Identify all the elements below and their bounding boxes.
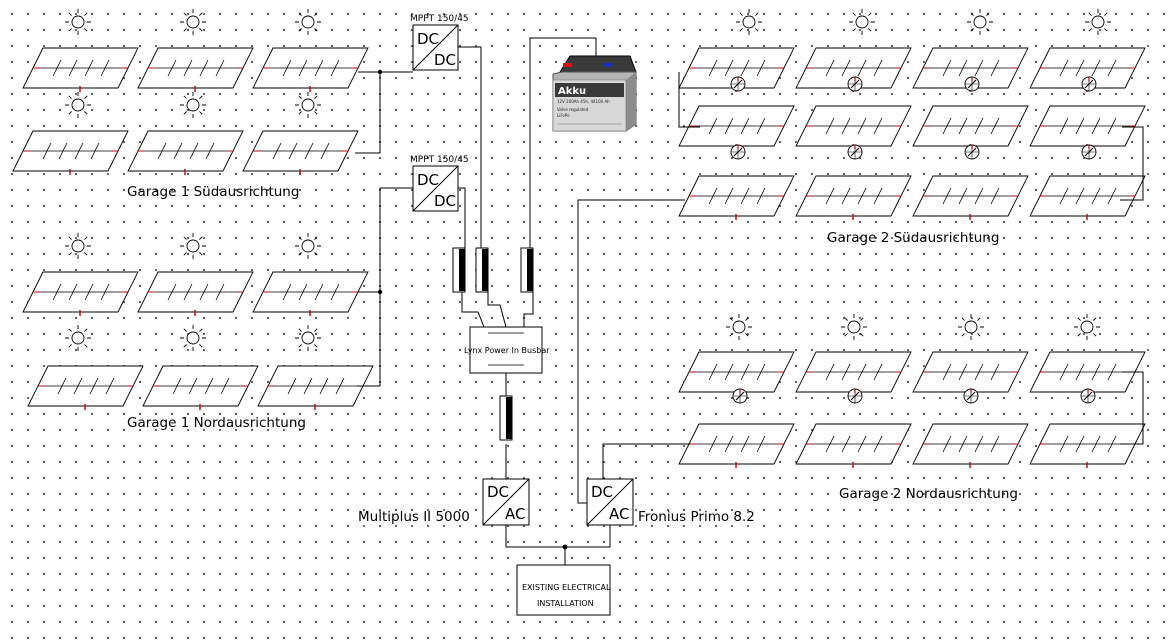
busbar-label: Lynx Power In Busbar (464, 346, 550, 355)
busbar: Lynx Power In Busbar (464, 326, 550, 374)
garage1-wiring (355, 71, 413, 387)
converter-icon (412, 165, 459, 212)
garage2-sued-label: Garage 2 Südausrichtung (827, 230, 999, 246)
fronius-label: Fronius Primo 8.2 (638, 509, 755, 525)
installation-line1: EXISTING ELECTRICAL (522, 583, 611, 592)
garage2-nord-array: Garage 2 Nordausrichtung (678, 313, 1146, 502)
mppt-top: MPPT 150/45 DC DC (410, 14, 469, 71)
sun-icon (735, 8, 1112, 36)
installation-line2: INSTALLATION (537, 599, 594, 608)
mppt-bottom-dc-in: DC (417, 171, 439, 189)
multiplus-ac: AC (505, 505, 525, 523)
garage1-nord-array: Garage 1 Nordausrichtung (22, 232, 374, 431)
mppt-bottom-title: MPPT 150/45 (410, 155, 469, 165)
garage1-sued-array: Garage 1 Südausrichtung (12, 8, 369, 200)
pv-panel-icon (678, 47, 1146, 221)
ac-wiring (505, 525, 611, 565)
garage1-nord-label: Garage 1 Nordausrichtung (127, 415, 306, 431)
pv-panel-icon (678, 351, 1146, 469)
mppt-bottom-dc-out: DC (434, 192, 456, 210)
garage1-sued-label: Garage 1 Südausrichtung (127, 184, 299, 200)
battery-spec-3: LiFePo (557, 113, 570, 118)
sun-icon (725, 313, 1101, 341)
battery-spec-1: 12V 200Ah 45h, 44100 Ah (557, 99, 610, 104)
mppt-bottom: MPPT 150/45 DC DC (410, 155, 469, 212)
multiplus-label: Multiplus II 5000 (358, 509, 470, 525)
converter-icon (586, 478, 634, 526)
fronius-ac: AC (609, 505, 629, 523)
converter-icon (482, 478, 530, 526)
mppt-top-dc-in: DC (417, 30, 439, 48)
converter-icon (412, 24, 459, 71)
dc-wiring (458, 37, 597, 479)
battery-icon: Akku 12V 200Ah 45h, 44100 Ah Valve regul… (552, 55, 637, 132)
fronius-dc: DC (591, 483, 613, 501)
garage2-sued-array: Garage 2 Südausrichtung (678, 8, 1146, 246)
multiplus-inverter: DC AC Multiplus II 5000 (358, 478, 530, 526)
battery-name: Akku (558, 86, 586, 97)
multiplus-dc: DC (487, 483, 509, 501)
existing-installation: EXISTING ELECTRICAL INSTALLATION (516, 564, 611, 616)
mppt-top-title: MPPT 150/45 (410, 14, 469, 24)
battery-spec-2: Valve regulated (557, 107, 589, 112)
fronius-inverter: DC AC Fronius Primo 8.2 (586, 478, 755, 526)
garage2-nord-label: Garage 2 Nordausrichtung (839, 486, 1018, 502)
garage2-wiring (577, 72, 1144, 504)
mppt-top-dc-out: DC (434, 51, 456, 69)
